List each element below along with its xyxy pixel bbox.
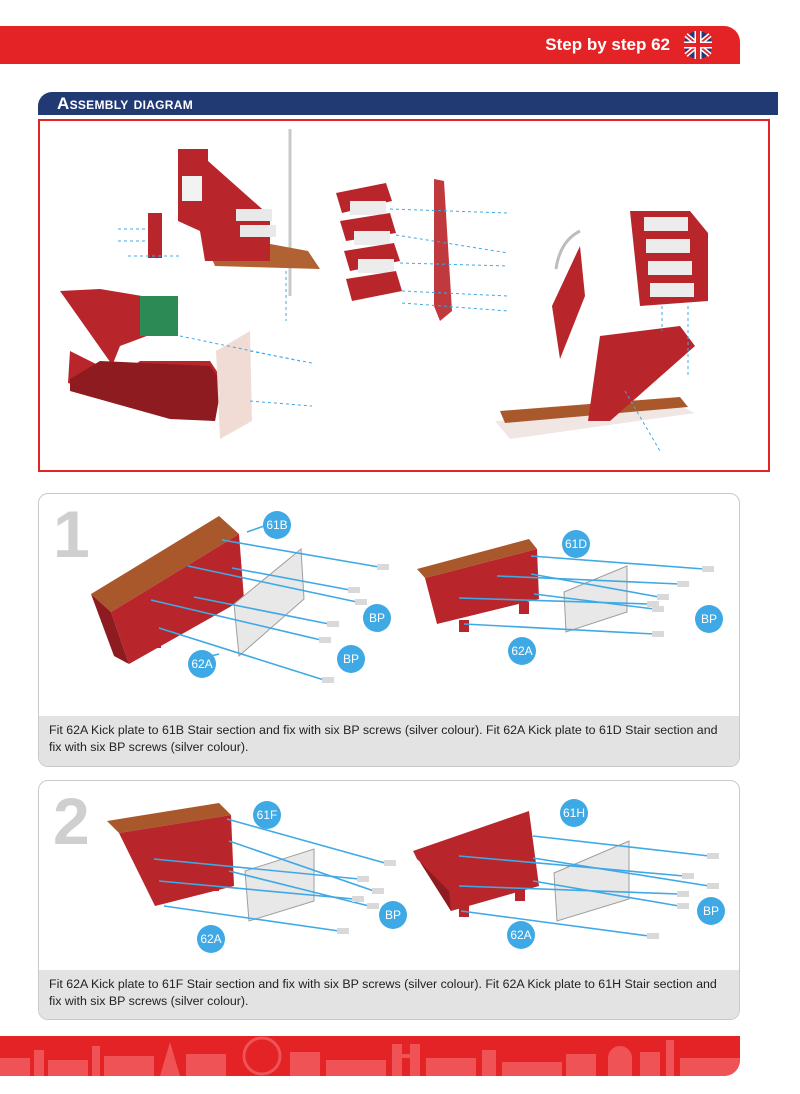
- uk-flag-icon: [682, 30, 714, 60]
- callout-bp-step2-left: BP: [385, 908, 401, 922]
- assembly-title: Assembly diagram: [57, 94, 193, 114]
- callout-62a-step2-left: 62A: [200, 932, 221, 946]
- stair-sections-middle: [336, 179, 508, 321]
- assembly-title-band: Assembly diagram: [38, 92, 778, 115]
- step-1-panel: 1: [38, 493, 740, 767]
- stair-section-61d: [417, 539, 539, 632]
- stair-section-61h: [413, 811, 539, 917]
- step-title: Step by step 62: [545, 35, 670, 55]
- assembly-illustration: [40, 121, 768, 470]
- step-caption: Fit 62A Kick plate to 61B Stair section …: [39, 716, 739, 766]
- callout-61h: 61H: [563, 806, 585, 820]
- callout-bp-right: BP: [701, 612, 717, 626]
- step-2-diagram: 61F BP 62A 61H BP 62A: [39, 781, 739, 981]
- callout-62a-right: 62A: [511, 644, 532, 658]
- callout-62a-left: 62A: [191, 657, 212, 671]
- step-2-panel: 2: [38, 780, 740, 1020]
- stair-unit-top-left: [118, 129, 320, 321]
- stair-assembly-right: [495, 211, 708, 451]
- stair-section-61f: [107, 803, 234, 906]
- footer-bar: [0, 1036, 740, 1076]
- step-1-diagram: 61B BP BP 62A 61D BP 62A: [39, 494, 739, 724]
- kick-plate-62a-right-step2: [554, 841, 629, 921]
- callout-62a-step2-right: 62A: [510, 928, 531, 942]
- callout-bp-2: BP: [343, 652, 359, 666]
- callout-61d: 61D: [565, 537, 587, 551]
- london-skyline-decoration: [0, 1036, 740, 1076]
- callout-61b: 61B: [266, 518, 287, 532]
- callout-61f: 61F: [257, 808, 278, 822]
- step-caption: Fit 62A Kick plate to 61F Stair section …: [39, 970, 739, 1019]
- assembly-diagram: [38, 119, 770, 472]
- stair-section-61b: [91, 516, 244, 664]
- callout-bp-step2-right: BP: [703, 904, 719, 918]
- kick-plate-62a-left-step2: [245, 849, 314, 921]
- header-bar: Step by step 62: [0, 26, 740, 64]
- callout-bp-1: BP: [369, 611, 385, 625]
- kick-plate-62a-left: [234, 549, 304, 656]
- stair-base-bottom-left: [60, 289, 312, 439]
